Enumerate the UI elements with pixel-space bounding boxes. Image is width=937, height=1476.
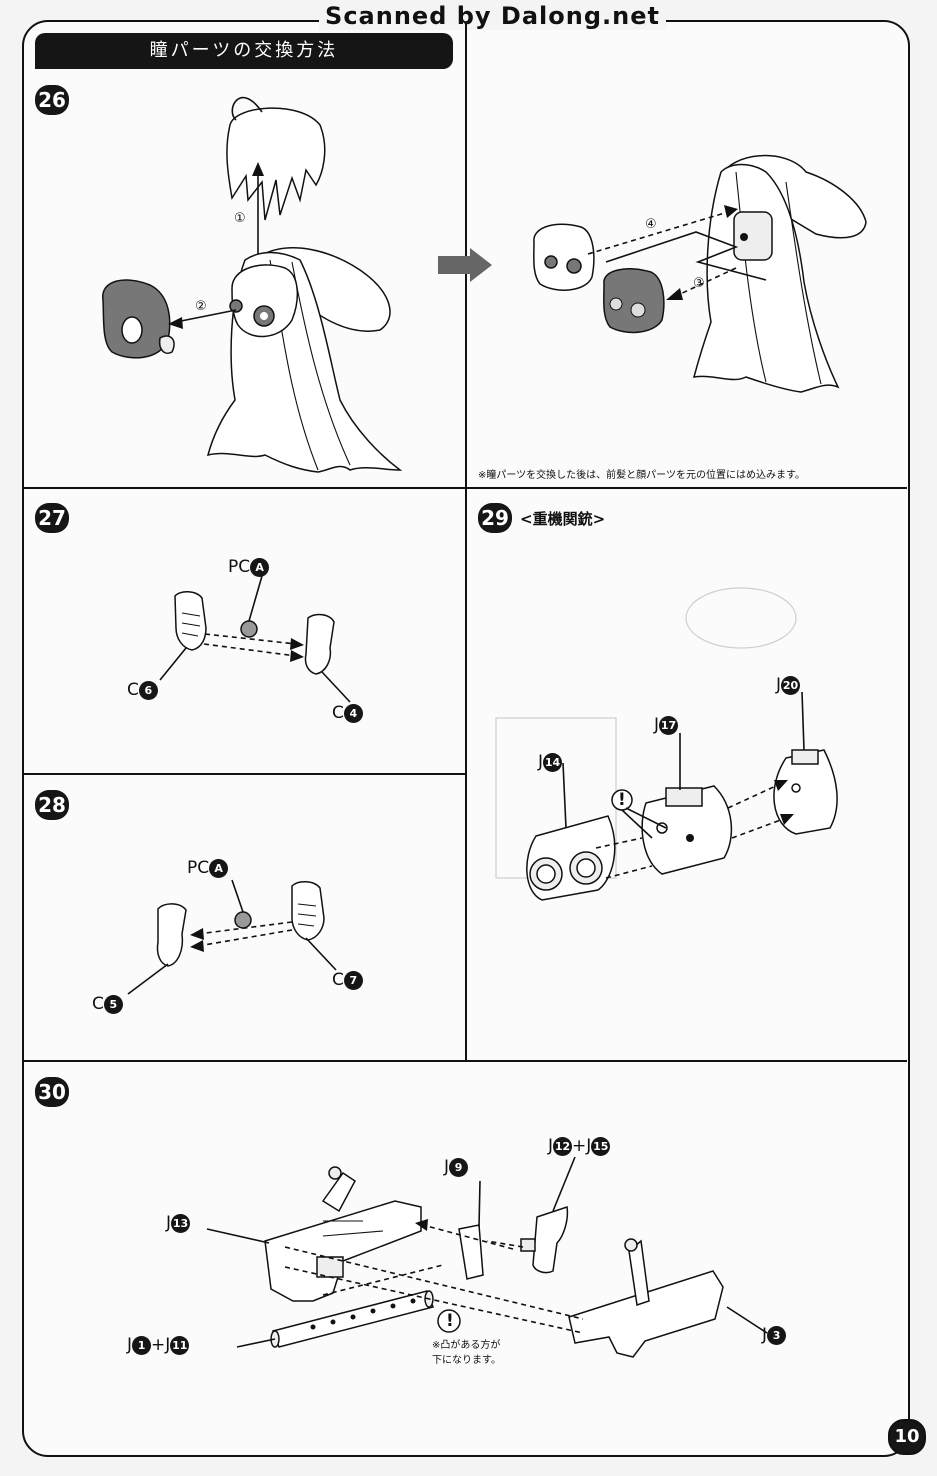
step-29-illustration bbox=[495, 587, 838, 901]
step-30-part-1-id: 1 bbox=[132, 1335, 152, 1355]
step-26-arrow-1-label: ① bbox=[234, 211, 246, 226]
step-28-pc-letter: PC bbox=[187, 858, 210, 878]
step-30-part-11-id: 11 bbox=[170, 1335, 190, 1355]
step-27-pc-id: A bbox=[250, 557, 270, 577]
step-26-arrow-2-label: ② bbox=[195, 299, 207, 314]
step-27-illustration bbox=[159, 575, 351, 703]
step-30-part-3-id: 3 bbox=[767, 1325, 787, 1345]
section-title: 瞳パーツの交換方法 bbox=[35, 33, 453, 69]
step-27-right-letter: C bbox=[332, 703, 344, 723]
step-26-arrow-3-label: ③ bbox=[693, 276, 705, 291]
step-30-note-line2: 下になります。 bbox=[432, 1355, 501, 1366]
page-number: 10 bbox=[888, 1419, 926, 1455]
step-30-part-13-letter: J bbox=[166, 1213, 172, 1233]
step-30-part-15-id: 15 bbox=[591, 1136, 611, 1156]
divider-v1 bbox=[465, 22, 467, 488]
step-30-part-12-letter: J bbox=[548, 1136, 554, 1156]
step-29-subtitle: <重機関銃> bbox=[520, 510, 606, 528]
step-30-illustration bbox=[206, 1156, 768, 1358]
step-30-part-12-id: 12 bbox=[553, 1136, 573, 1156]
step-29-part-a-id: 14 bbox=[543, 752, 563, 772]
step-29-warn: ! bbox=[618, 790, 626, 810]
step-27-left-letter: C bbox=[127, 680, 139, 700]
step-30-part-15-letter: J bbox=[586, 1136, 592, 1156]
step-27-left-id: 6 bbox=[138, 680, 158, 700]
step-29-part-c-letter: J bbox=[776, 675, 782, 695]
step-28-right-id: 7 bbox=[343, 970, 363, 990]
step-30-plus-2: + bbox=[151, 1335, 166, 1355]
step-28-illustration bbox=[127, 879, 337, 995]
step-28-number: 28 bbox=[35, 790, 69, 820]
step-29-part-a-letter: J bbox=[538, 752, 544, 772]
step-26-number: 26 bbox=[35, 85, 69, 115]
step-26-transition-arrow bbox=[438, 248, 492, 282]
step-27-number: 27 bbox=[35, 503, 69, 533]
step-30-note: ※凸がある方が 下になります。 bbox=[432, 1338, 501, 1368]
step-29-number: 29 bbox=[478, 503, 512, 533]
divider-v2 bbox=[465, 488, 467, 1061]
step-27-right-id: 4 bbox=[343, 703, 363, 723]
step-26-illustration-right bbox=[533, 154, 867, 393]
step-28-left-letter: C bbox=[92, 994, 104, 1014]
step-26-note: ※瞳パーツを交換した後は、前髪と顔パーツを元の位置にはめ込みます。 bbox=[478, 470, 805, 481]
step-26-illustration-left bbox=[102, 96, 403, 473]
step-29-part-b-id: 17 bbox=[659, 715, 679, 735]
step-27-pc-letter: PC bbox=[228, 557, 251, 577]
step-30-note-line1: ※凸がある方が bbox=[432, 1340, 501, 1351]
step-29-part-c-id: 20 bbox=[781, 675, 801, 695]
step-30-warn: ! bbox=[446, 1311, 454, 1331]
step-30-part-1-letter: J bbox=[127, 1335, 133, 1355]
divider-h2 bbox=[23, 773, 466, 775]
step-30-number: 30 bbox=[35, 1077, 69, 1107]
step-30-part-11-letter: J bbox=[165, 1335, 171, 1355]
watermark: Scanned by Dalong.net bbox=[0, 2, 937, 30]
step-26-arrow-4-label: ④ bbox=[645, 217, 657, 232]
divider-h3 bbox=[23, 1060, 907, 1062]
step-28-pc-id: A bbox=[209, 858, 229, 878]
step-29-part-b-letter: J bbox=[654, 715, 660, 735]
step-28-right-letter: C bbox=[332, 970, 344, 990]
step-30-part-9-id: 9 bbox=[449, 1157, 469, 1177]
step-30-part-13-id: 13 bbox=[171, 1213, 191, 1233]
step-30-plus-1: + bbox=[572, 1136, 587, 1156]
step-30-part-9-letter: J bbox=[444, 1157, 450, 1177]
step-30-part-3-letter: J bbox=[762, 1325, 768, 1345]
step-28-left-id: 5 bbox=[103, 994, 123, 1014]
